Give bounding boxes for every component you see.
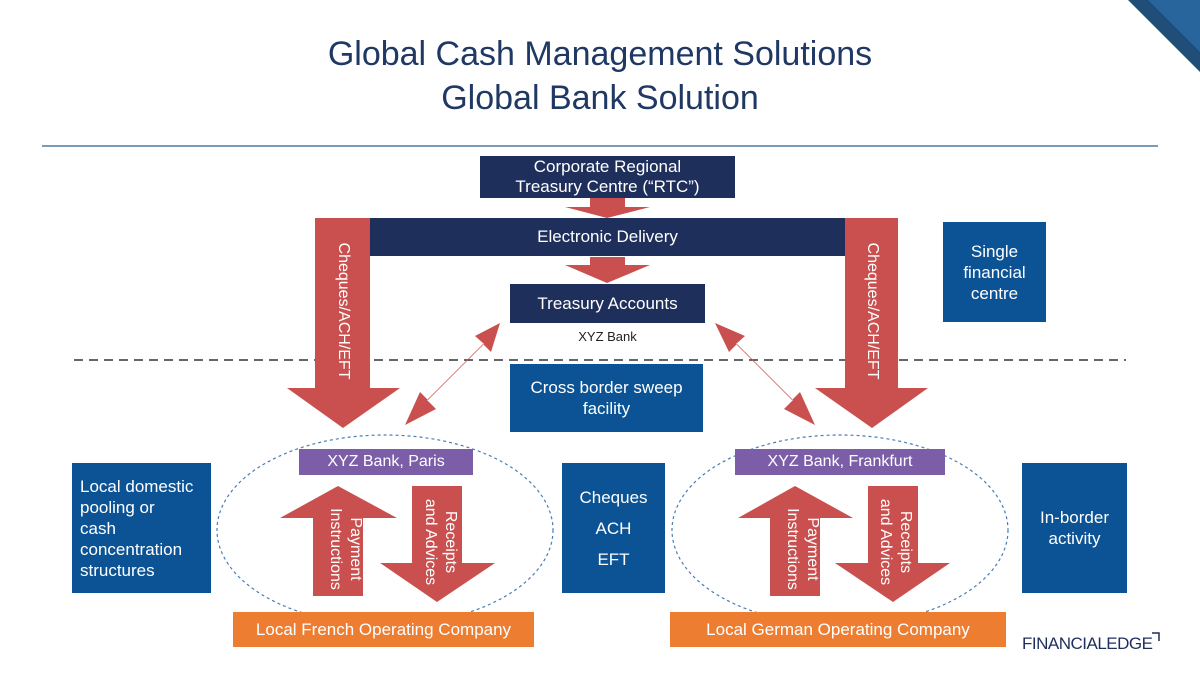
arrow-left-channel — [287, 218, 400, 428]
page-title: Global Cash Management Solutions — [327, 35, 873, 73]
arrow-delivery-down — [565, 257, 650, 283]
treasury-accounts-box: Treasury Accounts — [510, 284, 705, 323]
payment-instructions-frankfurt-label: Payment Instructions — [784, 508, 821, 590]
arrow-receipts-down-frankfurt — [835, 486, 950, 602]
single-financial-centre-box: Single financial centre — [943, 222, 1046, 322]
cheques-ach-eft-box: Cheques ACH EFT — [562, 463, 665, 593]
cross-border-sweep-box: Cross border sweep facility — [510, 364, 703, 432]
local-french-company-box: Local French Operating Company — [233, 612, 534, 647]
arrow-left-diagonal — [405, 323, 500, 425]
left-channel-label: Cheques/ACH/EFT — [335, 242, 352, 380]
payment-instructions-paris-label: Payment Instructions — [327, 508, 364, 590]
logo-mark-icon — [1152, 632, 1160, 641]
rtc-box: Corporate Regional Treasury Centre (“RTC… — [480, 156, 735, 198]
arrow-payment-up-paris — [280, 486, 397, 596]
arrow-right-diagonal — [715, 323, 815, 425]
page-subtitle: Global Bank Solution — [441, 79, 759, 117]
financial-edge-logo: FINANCIALEDGE — [1022, 634, 1153, 653]
in-border-activity-box: In-border activity — [1022, 463, 1127, 593]
xyz-bank-label: XYZ Bank — [578, 329, 637, 344]
receipts-advices-paris-label: Receipts and Advices — [422, 498, 459, 586]
arrow-right-channel — [815, 218, 928, 428]
arrow-receipts-down-paris — [380, 486, 495, 602]
electronic-delivery-box: Electronic Delivery — [370, 218, 845, 256]
receipts-advices-frankfurt-label: Receipts and Advices — [877, 498, 914, 586]
local-german-company-box: Local German Operating Company — [670, 612, 1006, 647]
arrow-payment-up-frankfurt — [738, 486, 853, 596]
local-domestic-box: Local domestic pooling or cash concentra… — [72, 463, 211, 593]
xyz-frankfurt-box: XYZ Bank, Frankfurt — [735, 449, 945, 475]
right-channel-label: Cheques/ACH/EFT — [864, 242, 881, 380]
arrow-rtc-down — [565, 198, 650, 218]
xyz-paris-box: XYZ Bank, Paris — [299, 449, 473, 475]
